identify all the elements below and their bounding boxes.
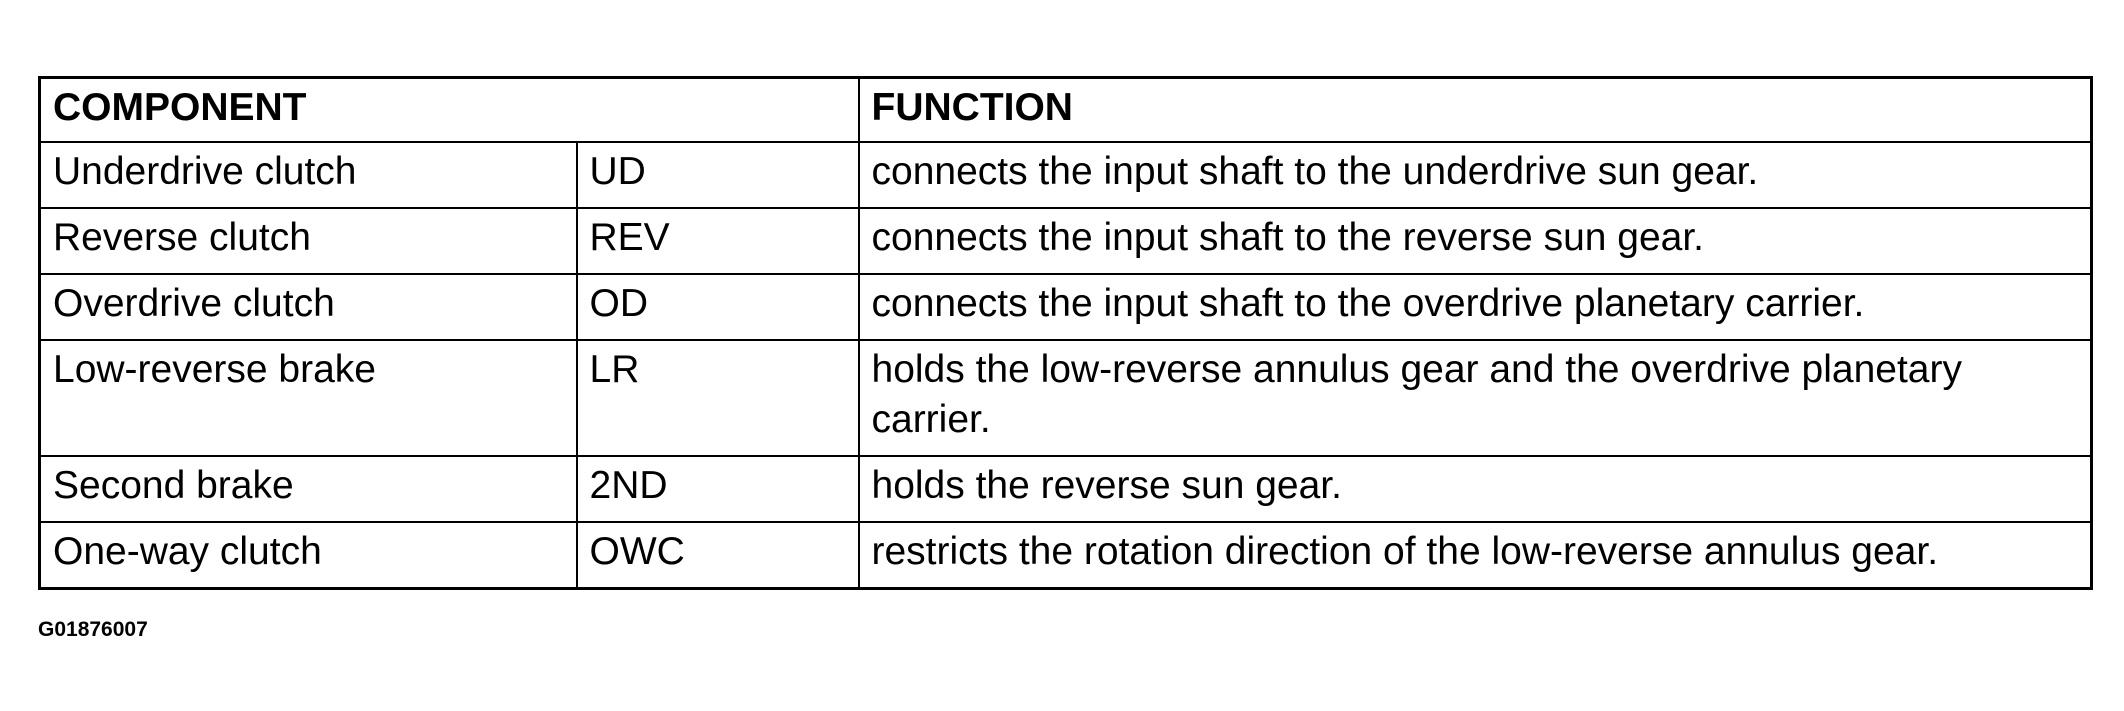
component-function: holds the reverse sun gear. bbox=[857, 455, 2093, 523]
component-abbr: LR bbox=[575, 339, 860, 457]
component-function-table: COMPONENT FUNCTION Underdrive clutch UD … bbox=[38, 76, 2093, 590]
table-row: One-way clutch OWC restricts the rotatio… bbox=[38, 521, 2093, 590]
table-row: Underdrive clutch UD connects the input … bbox=[38, 141, 2093, 209]
component-function: connects the input shaft to the overdriv… bbox=[857, 273, 2093, 341]
component-name: Underdrive clutch bbox=[38, 141, 578, 209]
component-abbr: OD bbox=[575, 273, 860, 341]
component-abbr: REV bbox=[575, 207, 860, 275]
component-function: connects the input shaft to the reverse … bbox=[857, 207, 2093, 275]
component-name: Reverse clutch bbox=[38, 207, 578, 275]
component-abbr: UD bbox=[575, 141, 860, 209]
header-component: COMPONENT bbox=[38, 76, 860, 143]
component-name: Second brake bbox=[38, 455, 578, 523]
component-name: Overdrive clutch bbox=[38, 273, 578, 341]
header-function: FUNCTION bbox=[857, 76, 2093, 143]
component-abbr: OWC bbox=[575, 521, 860, 590]
table-row: Low-reverse brake LR holds the low-rever… bbox=[38, 339, 2093, 457]
component-abbr: 2ND bbox=[575, 455, 860, 523]
table-row: Overdrive clutch OD connects the input s… bbox=[38, 273, 2093, 341]
component-function: restricts the rotation direction of the … bbox=[857, 521, 2093, 590]
component-function: holds the low-reverse annulus gear and t… bbox=[857, 339, 2093, 457]
table-header-row: COMPONENT FUNCTION bbox=[38, 76, 2093, 143]
component-name: One-way clutch bbox=[38, 521, 578, 590]
component-function: connects the input shaft to the underdri… bbox=[857, 141, 2093, 209]
table-row: Reverse clutch REV connects the input sh… bbox=[38, 207, 2093, 275]
component-name: Low-reverse brake bbox=[38, 339, 578, 457]
table-row: Second brake 2ND holds the reverse sun g… bbox=[38, 455, 2093, 523]
figure-id: G01876007 bbox=[38, 618, 148, 641]
